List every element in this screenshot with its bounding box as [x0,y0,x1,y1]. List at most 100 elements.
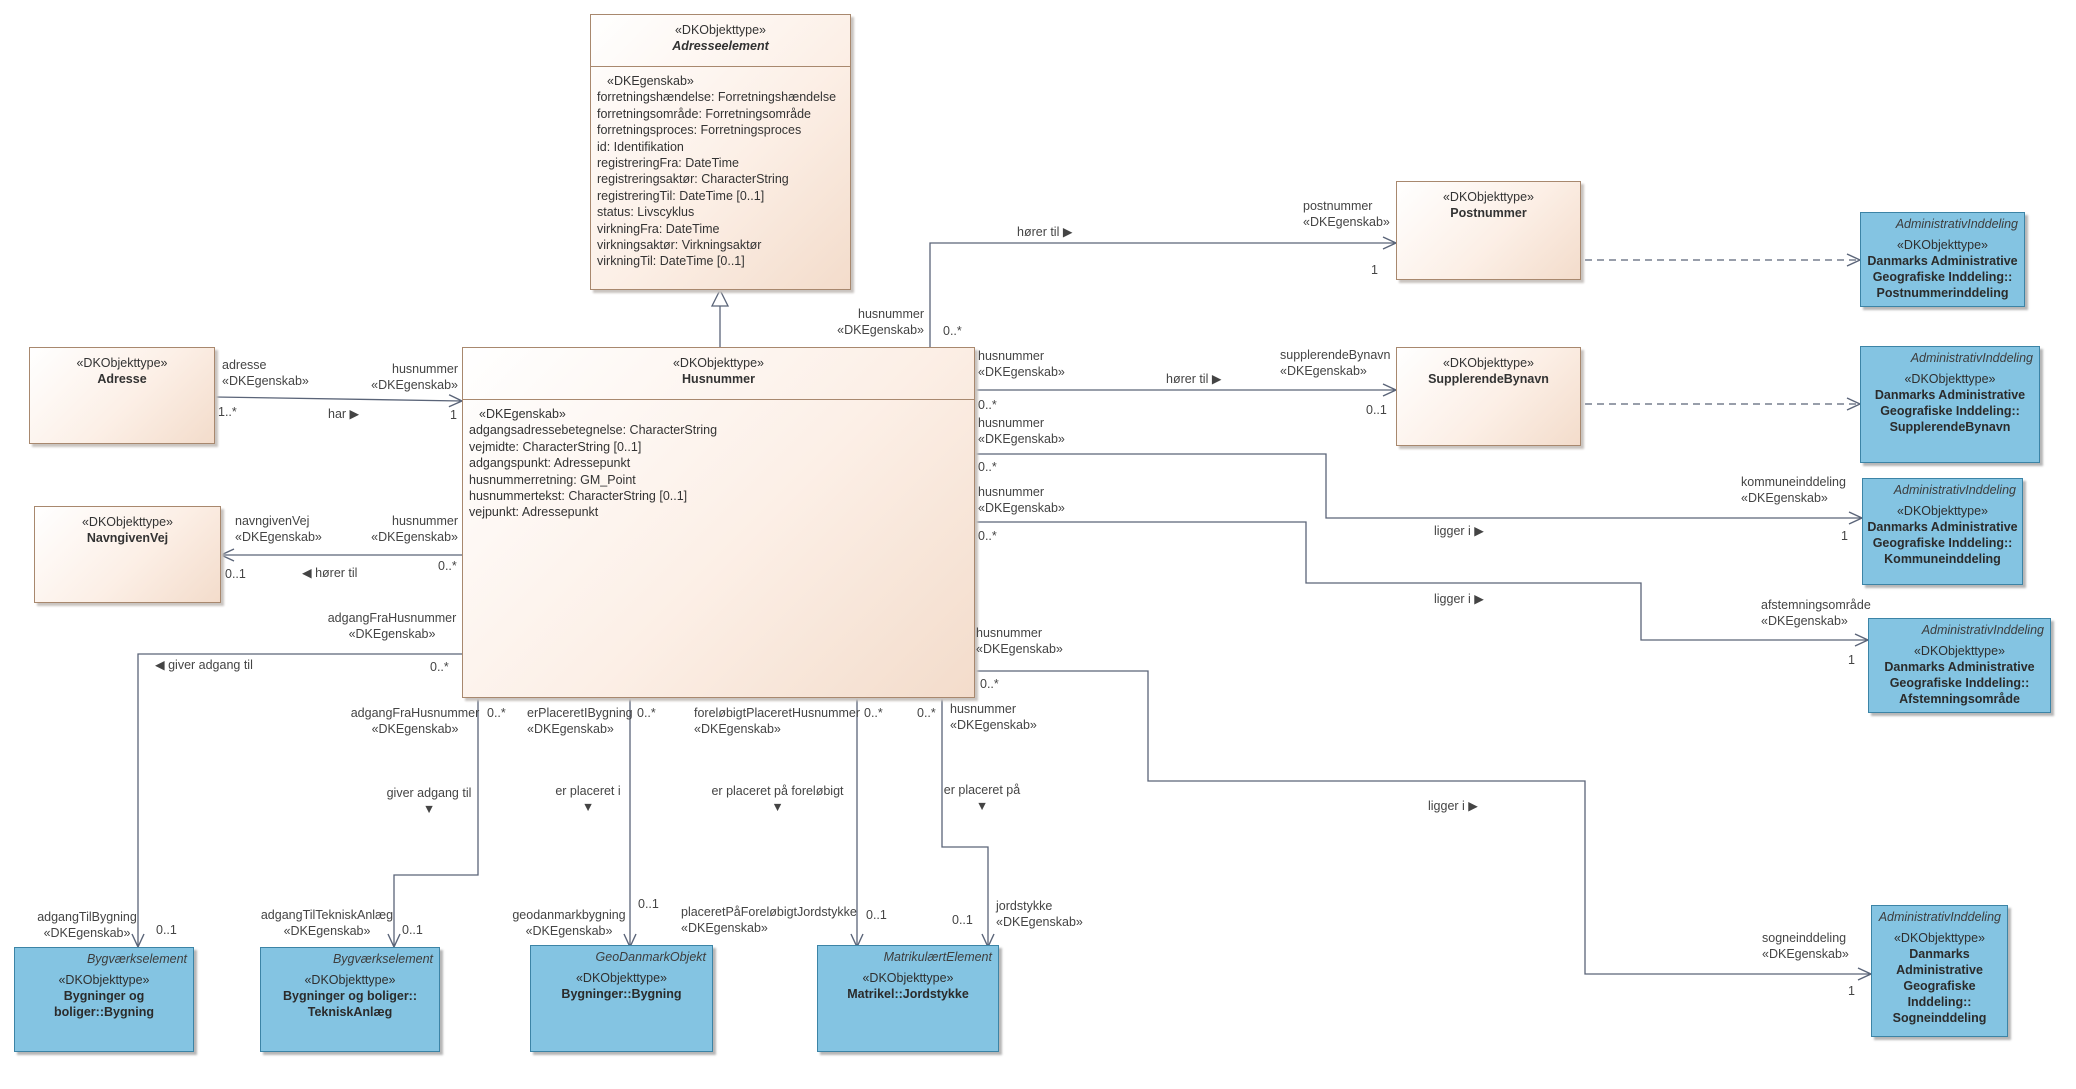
multiplicity-label: 0..* [637,706,656,720]
external-jordstykke[interactable]: MatrikulærtElement «DKObjekttype» Matrik… [817,945,999,1052]
attribute: id: Identifikation [597,139,684,154]
attr-stereotype: «DKEgenskab» [607,74,694,88]
external-name: Danmarks Administrative [1874,388,2026,402]
external-bygning[interactable]: Bygværkselement «DKObjekttype» Bygninger… [14,947,194,1052]
external-name: Postnummerinddeling [1876,286,2009,300]
role-label: sogneinddeling«DKEgenskab» [1762,931,1849,961]
stereotype-label: «DKObjekttype» [1896,504,1989,518]
external-name: Bygninger og boliger::Bygning [54,989,154,1019]
role-label: geodanmarkbygning«DKEgenskab» [512,908,626,938]
multiplicity-label: 0..* [978,460,997,474]
attribute: registreringTil: DateTime [0..1] [597,188,765,203]
role-label: husnummer«DKEgenskab» [978,485,1065,515]
association-name: ligger i ▶ [1434,592,1484,606]
external-geodanmark-bygning[interactable]: GeoDanmarkObjekt «DKObjekttype» Bygninge… [530,945,713,1052]
external-name: Danmarks Administrative [1884,660,2035,674]
external-sogneinddeling[interactable]: AdministrativInddeling «DKObjekttype» Da… [1871,905,2008,1037]
attribute: virkningTil: DateTime [0..1] [597,254,745,269]
multiplicity-label: 0..* [438,559,457,573]
external-tekniskanlaeg[interactable]: Bygværkselement «DKObjekttype» Bygninger… [260,947,440,1052]
assoc-husnummer-bygning[interactable] [131,653,462,949]
assoc-husnummer-postnummer[interactable] [929,236,1398,347]
assoc-husnummer-sogneinddeling[interactable] [975,670,1873,981]
class-postnummer[interactable]: «DKObjekttype» Postnummer [1396,181,1581,280]
stereotype-label: «DKObjekttype» [1442,356,1535,370]
package-label: Bygværkselement [86,952,187,966]
role-label: postnummer«DKEgenskab» [1303,199,1390,229]
external-name: Danmarks Administrative [1867,254,2018,268]
multiplicity-label: 0..1 [866,908,887,922]
stereotype-label: «DKObjekttype» [304,973,396,987]
external-kommuneinddeling[interactable]: AdministrativInddeling «DKObjekttype» Da… [1862,478,2023,585]
class-adresseelement[interactable]: «DKObjekttype» Adresseelement «DKEgenska… [590,14,851,290]
package-label: AdministrativInddeling [1893,483,2016,497]
attribute: virkningFra: DateTime [597,221,720,236]
role-label: adresse«DKEgenskab» [222,358,309,388]
class-adresse[interactable]: «DKObjekttype» Adresse [29,347,215,444]
role-label: jordstykke«DKEgenskab» [996,899,1083,929]
multiplicity-label: 0..* [487,706,506,720]
assoc-husnummer-kommuneinddeling[interactable] [975,453,1864,525]
stereotype-label: «DKObjekttype» [81,515,174,529]
role-label: afstemningsområde«DKEgenskab» [1761,598,1871,628]
multiplicity-label: 1 [1848,984,1855,998]
stereotype-label: «DKObjekttype» [76,356,168,370]
attribute: virkningsaktør: Virkningsaktør [597,238,762,253]
package-label: AdministrativInddeling [1878,910,2001,924]
stereotype-label: «DKObjekttype» [1893,931,1986,945]
multiplicity-label: 1 [1848,653,1855,667]
package-label: AdministrativInddeling [1895,217,2018,231]
multiplicity-label: 0..* [978,398,997,412]
class-name: Adresse [97,372,147,386]
class-navngivenvej[interactable]: «DKObjekttype» NavngivenVej [34,506,221,603]
multiplicity-label: 0..1 [225,567,246,581]
external-postnummerinddeling[interactable]: AdministrativInddeling «DKObjekttype» Da… [1860,212,2025,307]
association-name: ligger i ▶ [1434,524,1484,538]
external-name: Geografiske Inddeling:: [1889,676,2030,690]
external-name: Geografiske Inddeling:: [1903,979,1976,1009]
multiplicity-label: 0..1 [156,923,177,937]
class-husnummer[interactable]: «DKObjekttype» Husnummer «DKEgenskab» ad… [462,347,975,698]
multiplicity-label: 0..* [980,677,999,691]
multiplicity-label: 1 [1371,263,1378,277]
external-name: Administrative [1896,963,1983,977]
stereotype-label: «DKObjekttype» [1913,644,2006,658]
assoc-husnummer-jordstykke[interactable] [941,698,995,949]
role-label: erPlaceretIBygning«DKEgenskab» [527,706,633,736]
role-label: navngivenVej«DKEgenskab» [235,514,322,544]
role-label: husnummer«DKEgenskab» [950,702,1037,732]
stereotype-label: «DKObjekttype» [672,356,765,370]
assoc-husnummer-afstemningsomraade[interactable] [975,521,1870,647]
package-label: AdministrativInddeling [1921,623,2044,637]
external-name: Sogneinddeling [1892,1011,1987,1025]
class-name: Postnummer [1450,206,1527,220]
external-name: Kommuneinddeling [1884,552,2001,566]
stereotype-label: «DKObjekttype» [862,971,954,985]
role-label: husnummer«DKEgenskab» [371,514,458,544]
multiplicity-label: 0..* [978,529,997,543]
stereotype-label: «DKObjekttype» [575,971,668,985]
role-label: adgangFraHusnummer«DKEgenskab» [327,611,457,641]
role-label: adgangTilTekniskAnlæg«DKEgenskab» [260,908,394,938]
assoc-adresse-husnummer[interactable] [214,394,464,408]
class-name: SupplerendeBynavn [1428,372,1549,386]
attribute: forretningsområde: Forretningsområde [597,106,811,121]
external-supplerendebynavn[interactable]: AdministrativInddeling «DKObjekttype» Da… [1860,346,2040,463]
attribute: vejmidte: CharacterString [0..1] [469,439,642,454]
association-name: hører til ▶ [1017,225,1073,239]
external-name: Geografiske Inddeling:: [1872,270,2013,284]
external-afstemningsomraade[interactable]: AdministrativInddeling «DKObjekttype» Da… [1868,618,2051,713]
association-name: ligger i ▶ [1428,799,1478,813]
generalization-arrow[interactable] [710,288,730,307]
package-label: Bygværkselement [332,952,433,966]
attr-stereotype: «DKEgenskab» [479,407,566,421]
multiplicity-label: 0..* [864,706,883,720]
package-label: MatrikulærtElement [883,950,992,964]
multiplicity-label: 1 [1841,529,1848,543]
assoc-husnummer-tekniskanlaeg[interactable] [387,698,479,949]
external-name: Afstemningsområde [1899,692,2020,706]
role-label: adgangFraHusnummer«DKEgenskab» [350,706,480,736]
class-supplerendebynavn[interactable]: «DKObjekttype» SupplerendeBynavn [1396,347,1581,446]
role-label: husnummer«DKEgenskab» [978,416,1065,446]
attribute: husnummerretning: GM_Point [469,472,636,487]
